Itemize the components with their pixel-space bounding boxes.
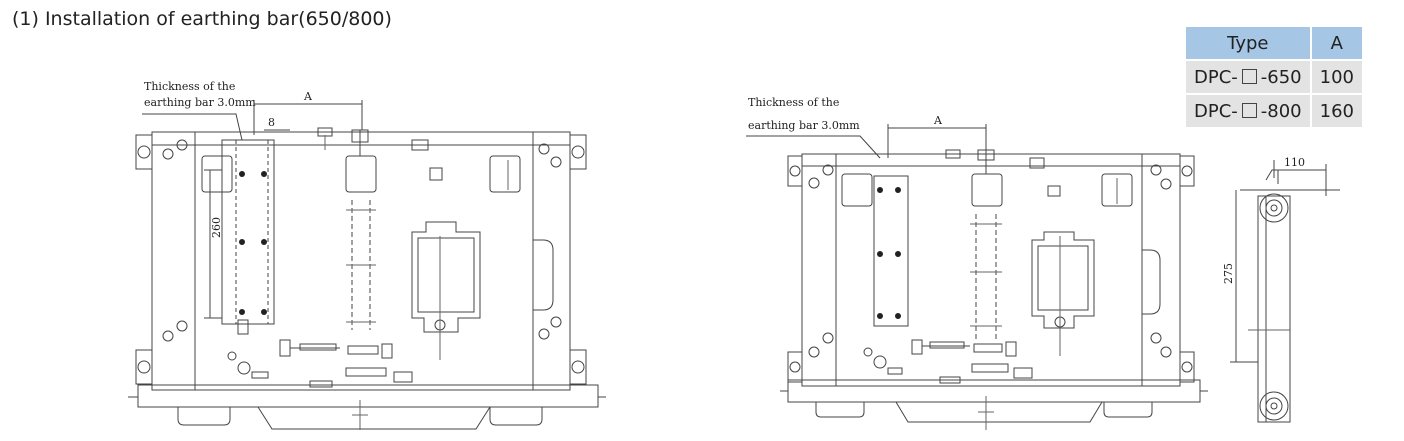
left-earthing-bar — [221, 139, 275, 325]
a-value-cell: 160 — [1309, 93, 1365, 129]
wheel — [1179, 351, 1195, 383]
table-row: DPC--800 160 — [1184, 93, 1365, 129]
side-bottom-roller — [1259, 391, 1289, 421]
contact-block — [841, 173, 873, 207]
header-type: Type — [1184, 25, 1312, 61]
left-frame — [151, 131, 571, 391]
contact-block — [345, 155, 377, 193]
type-cell: DPC--800 — [1184, 93, 1312, 129]
right-note-line2: earthing bar 3.0mm — [748, 119, 860, 132]
table-header-row: Type A — [1184, 25, 1365, 61]
side-dim-275-label: 275 — [1222, 263, 1235, 284]
left-dim-a-label: A — [303, 90, 313, 103]
table-row: DPC--650 100 — [1184, 59, 1365, 95]
mechanism-outline — [411, 221, 481, 333]
right-note-line1: Thickness of the — [748, 96, 839, 109]
side-bar — [1257, 195, 1291, 423]
placeholder-box-icon — [1241, 102, 1257, 118]
left-dim-260-label: 260 — [210, 217, 223, 238]
centre-marks — [324, 135, 509, 430]
right-earthing-bar — [873, 175, 909, 327]
header-a: A — [1309, 25, 1365, 61]
wheel — [135, 349, 153, 385]
wheel — [135, 134, 153, 170]
a-value-cell: 100 — [1309, 59, 1365, 95]
wheel — [1179, 155, 1195, 187]
side-view — [1230, 160, 1340, 423]
contact-block — [201, 155, 233, 193]
bar-holes — [877, 187, 901, 319]
right-frame — [801, 153, 1181, 387]
leader-line — [142, 113, 243, 141]
wheel — [569, 349, 587, 385]
centre-marks — [970, 178, 1118, 430]
left-front-view — [128, 100, 606, 430]
section-heading: (1) Installation of earthing bar(650/800… — [12, 8, 392, 30]
left-handle — [815, 402, 865, 418]
right-dim-a-label: A — [933, 114, 943, 127]
leader-line — [746, 135, 881, 159]
side-dim-110-label: 110 — [1284, 156, 1305, 169]
contact-block — [489, 155, 521, 193]
mechanism-outline — [1031, 231, 1095, 329]
right-base-rail — [787, 379, 1201, 403]
left-dim-8-label: 8 — [268, 116, 275, 129]
left-base-rail — [137, 384, 599, 408]
left-note-line1: Thickness of the — [144, 80, 235, 93]
wheel — [787, 351, 803, 383]
type-cell: DPC--650 — [1184, 59, 1312, 95]
left-note-line2: earthing bar 3.0mm — [144, 96, 256, 109]
type-dimension-table: Type A DPC--650 100 DPC--800 160 — [1184, 25, 1365, 129]
bar-holes — [239, 171, 267, 315]
side-top-roller — [1259, 193, 1289, 223]
right-handle — [1103, 402, 1153, 418]
placeholder-box-icon — [1241, 68, 1257, 84]
right-handle — [489, 407, 543, 426]
right-front-view — [746, 124, 1208, 430]
contact-block — [971, 173, 1003, 207]
wheel — [787, 155, 803, 187]
contact-block — [1101, 173, 1133, 207]
left-handle — [177, 407, 231, 426]
wheel — [569, 134, 587, 170]
